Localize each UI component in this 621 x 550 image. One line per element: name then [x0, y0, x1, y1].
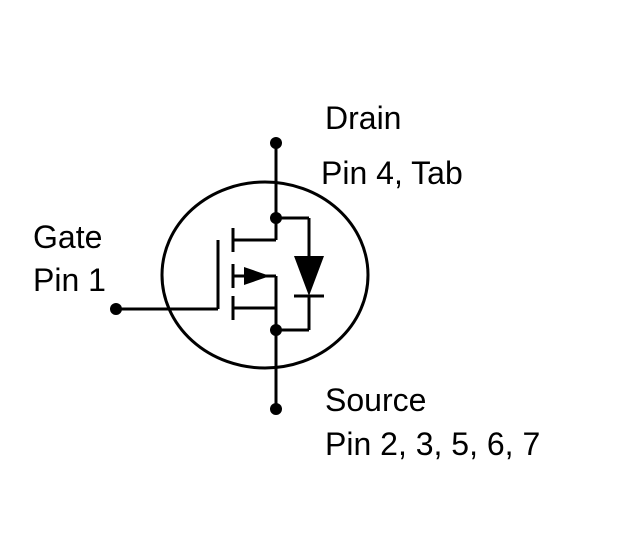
drain-terminal-dot — [270, 137, 282, 149]
gate-pins-label: Pin 1 — [33, 262, 106, 298]
drain-pins-label: Pin 4, Tab — [321, 155, 463, 191]
drain-label: Drain — [325, 100, 401, 136]
channel-arrow-icon — [244, 267, 270, 285]
source-pins-label: Pin 2, 3, 5, 6, 7 — [325, 426, 540, 462]
gate-terminal-dot — [110, 303, 122, 315]
gate-label: Gate — [33, 219, 102, 255]
diode-triangle-icon — [294, 256, 324, 296]
source-terminal-dot — [270, 403, 282, 415]
package-outline — [160, 180, 370, 370]
source-label: Source — [325, 382, 426, 418]
